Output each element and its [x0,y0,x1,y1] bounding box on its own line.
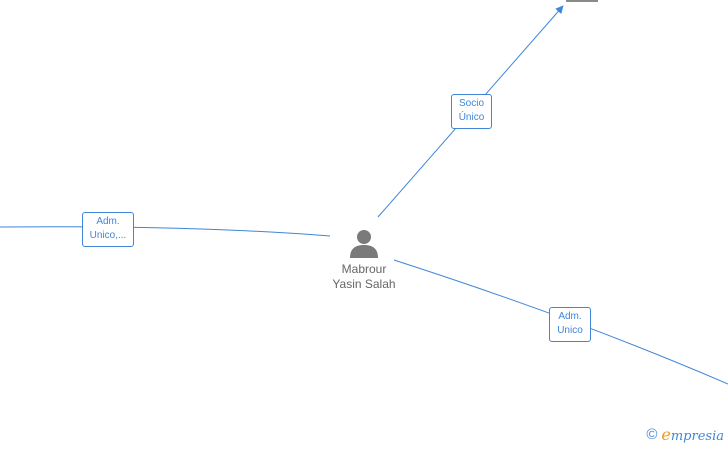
person-name: Mabrour Yasin Salah [320,262,408,292]
edge-label-socio-unico[interactable]: Socio Único [451,94,492,129]
logo-text: mpresia [670,429,724,444]
person-name-line1: Mabrour [341,262,387,276]
company-node-top[interactable] [566,0,598,2]
edge-label-line2: Único [458,112,485,123]
edge-label-line2: Unico [557,325,583,336]
empresia-logo: empresia [661,425,724,444]
person-icon [350,230,378,258]
logo-initial: e [661,425,671,444]
person-name-line2: Yasin Salah [332,277,396,291]
copyright-icon: © [646,426,658,443]
person-node[interactable]: Mabrour Yasin Salah [320,228,408,292]
edge-label-line1: Adm. [96,216,120,227]
link-line-adm-unico-left [0,226,331,237]
edge-label-line1: Socio [458,98,484,109]
brand-watermark: © empresia [646,425,724,444]
edge-label-adm-unico-right[interactable]: Adm. Unico [549,307,591,342]
edge-label-adm-unico-left[interactable]: Adm. Unico,... [82,212,134,247]
edge-label-line1: Adm. [558,311,582,322]
edge-label-line2: Unico,... [89,230,127,241]
